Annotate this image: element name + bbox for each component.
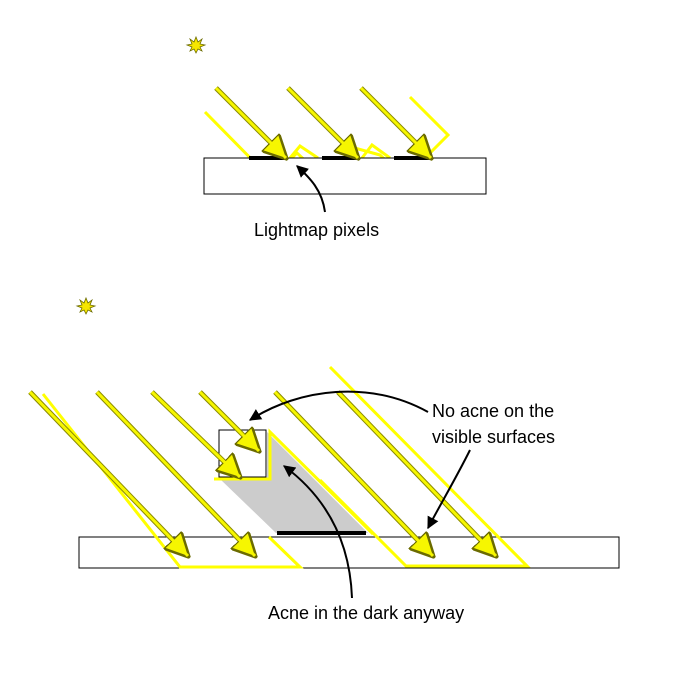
light-rays — [28, 390, 498, 558]
light-ray — [95, 390, 257, 558]
shadow-outline — [288, 144, 319, 160]
sun-icon — [185, 35, 207, 54]
acne-in-dark-label: Acne in the dark anyway — [268, 603, 464, 623]
no-acne-label: visible surfaces — [432, 427, 555, 447]
surface — [203, 157, 487, 195]
light-ray — [359, 86, 433, 160]
light-ray — [150, 390, 242, 479]
light-ray — [286, 86, 360, 160]
light-ray — [273, 390, 435, 558]
shadow-outline — [318, 365, 531, 568]
no-acne-label: No acne on the — [432, 401, 554, 421]
callout-arrow — [248, 390, 429, 421]
top-panel: Lightmap pixels — [185, 35, 487, 240]
light-ray — [28, 390, 190, 558]
bottom-panel: No acne on the visible surfaces Acne in … — [28, 296, 620, 623]
callout-arrow — [283, 465, 353, 599]
callout-arrow — [296, 165, 326, 213]
shadow-outline — [360, 142, 391, 160]
shadow-outline — [41, 393, 304, 569]
lightmap-pixels-label: Lightmap pixels — [254, 220, 379, 240]
light-ray — [198, 390, 261, 453]
callout-arrow — [427, 449, 471, 530]
sun-icon — [75, 296, 97, 315]
acne-region — [220, 432, 368, 533]
light-ray — [214, 86, 288, 160]
light-ray — [336, 390, 498, 558]
